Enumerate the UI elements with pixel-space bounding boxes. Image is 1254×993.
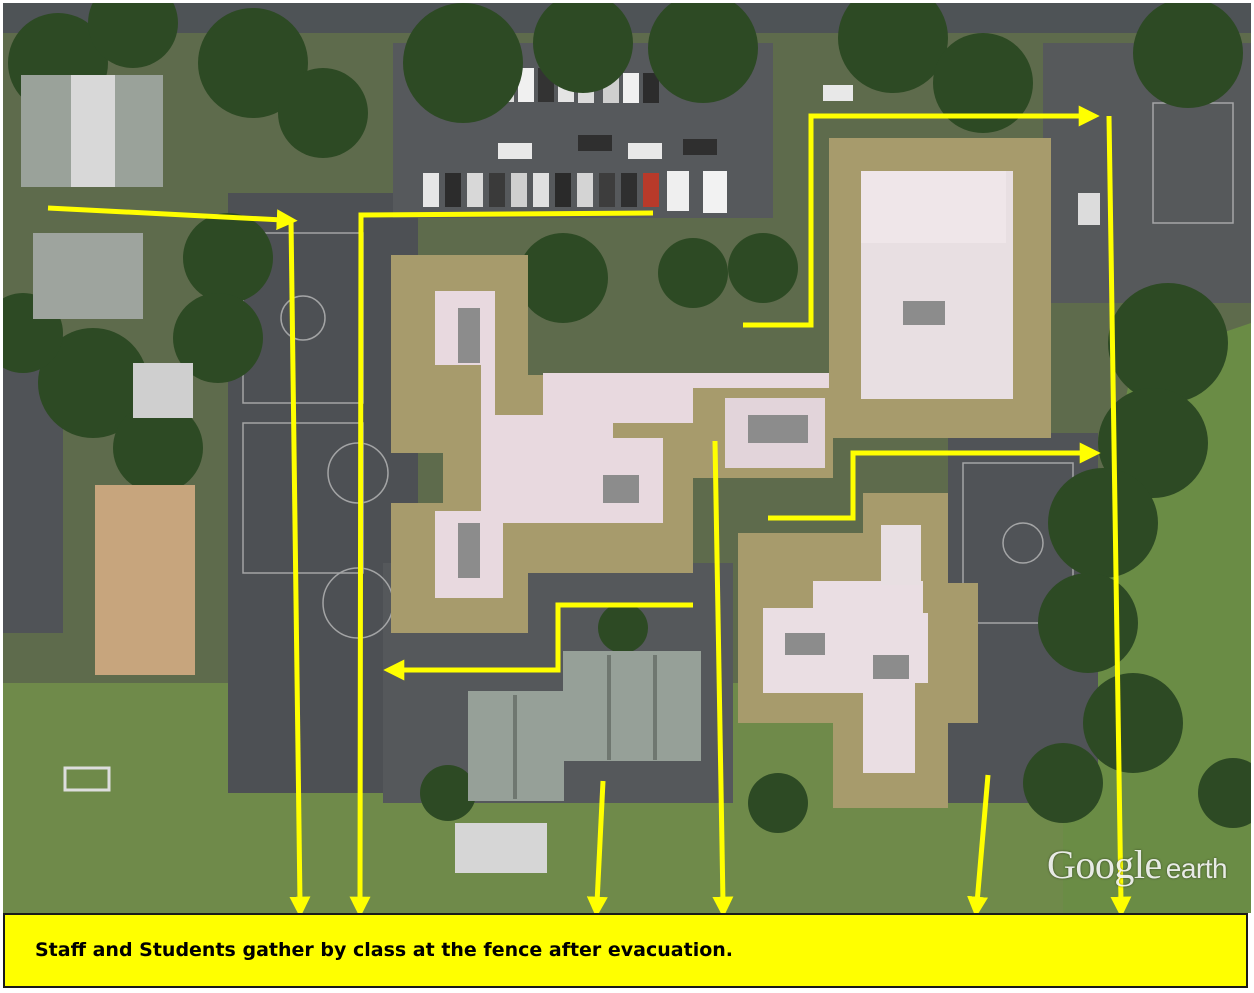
watermark-product: earth [1165, 853, 1228, 884]
route-northwest-arrow [47, 205, 298, 231]
northeast-building [829, 138, 1051, 438]
caption-text: Staff and Students gather by class at th… [35, 939, 734, 961]
route-east-courtyard-arrow [768, 442, 1101, 521]
route-south-courtyard-arrow [383, 602, 693, 681]
west-building [391, 255, 693, 633]
south-portables [455, 651, 701, 873]
route-northeast-arrow [743, 105, 1100, 328]
route-southeast-arrow [967, 774, 991, 913]
route-west-field-arrow [288, 219, 311, 913]
route-portables-arrow [586, 780, 608, 913]
route-west-blacktop-arrow [349, 210, 654, 913]
map-imagery [3, 3, 1251, 913]
soccer-goal [63, 766, 111, 792]
evacuation-routes [47, 105, 1132, 913]
southeast-building [738, 493, 978, 808]
route-center-south-arrow [712, 440, 734, 913]
route-east-field-arrow [1106, 115, 1132, 913]
west-portables [21, 75, 193, 418]
trees [3, 3, 1251, 833]
watermark-brand: Google [1047, 842, 1162, 887]
caption-banner: Staff and Students gather by class at th… [3, 913, 1248, 988]
playground-sandbox [95, 485, 195, 675]
